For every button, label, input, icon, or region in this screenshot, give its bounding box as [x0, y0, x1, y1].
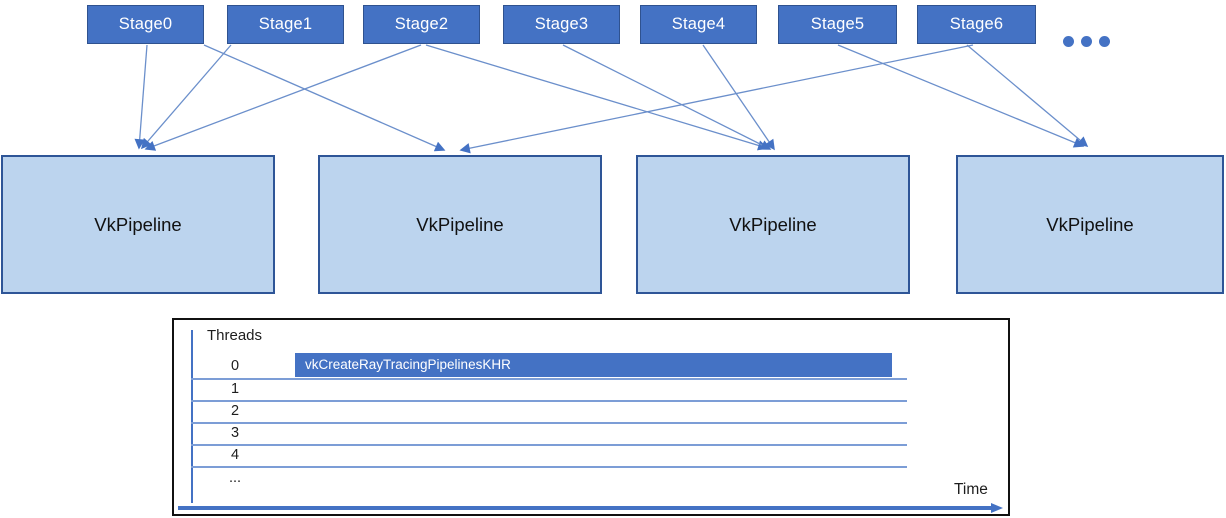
time-axis-label: Time — [954, 481, 988, 498]
task-bar-vkCreateRayTracingPipelinesKHR: vkCreateRayTracingPipelinesKHR — [295, 353, 892, 377]
pipeline-node-3: VkPipeline — [636, 155, 910, 294]
thread-row-label-0: 0 — [230, 358, 240, 374]
threads-axis-title: Threads — [207, 327, 263, 344]
thread-row-line — [191, 466, 907, 468]
thread-row-label-4: 4 — [230, 447, 240, 463]
thread-row-label-2: 2 — [230, 403, 240, 419]
thread-row-label-3: 3 — [230, 425, 240, 441]
stage-node-3: Stage3 — [503, 5, 620, 44]
thread-row-line — [191, 444, 907, 446]
thread-row-line — [191, 422, 907, 424]
stage-node-2: Stage2 — [363, 5, 480, 44]
connector-stage6-to-pipeline2 — [459, 44, 974, 154]
stage-node-6: Stage6 — [917, 5, 1036, 44]
connector-stage2-to-pipeline1 — [144, 44, 422, 151]
connector-stage5-to-pipeline4 — [837, 44, 1085, 148]
thread-row-line — [191, 400, 907, 402]
time-axis-arrowhead-icon — [991, 502, 1003, 513]
thread-axis-line — [191, 330, 193, 503]
pipeline-node-1: VkPipeline — [1, 155, 275, 294]
stage-node-4: Stage4 — [640, 5, 757, 44]
connector-stage0-to-pipeline1 — [134, 44, 148, 150]
stage-node-5: Stage5 — [778, 5, 897, 44]
thread-timeline-chart: Threads 0 1 2 3 4 ... vkCreateRayTracing… — [172, 318, 1010, 516]
connector-stage1-to-pipeline1 — [140, 44, 232, 150]
thread-row-label-1: 1 — [230, 381, 240, 397]
time-axis-arrow — [178, 506, 992, 510]
stage-node-0: Stage0 — [87, 5, 204, 44]
connector-stage3-to-pipeline3 — [562, 44, 772, 150]
connector-group — [134, 44, 1089, 154]
ellipsis-dot-icon — [1099, 36, 1110, 47]
pipeline-node-4: VkPipeline — [956, 155, 1224, 294]
pipeline-node-2: VkPipeline — [318, 155, 602, 294]
ellipsis-dot-icon — [1063, 36, 1074, 47]
connector-stage6-to-pipeline4 — [966, 44, 1089, 148]
connector-stage2-to-pipeline3 — [425, 44, 769, 151]
stage-node-1: Stage1 — [227, 5, 344, 44]
thread-row-label-more: ... — [228, 470, 242, 486]
thread-row-line — [191, 378, 907, 380]
ellipsis-dot-icon — [1081, 36, 1092, 47]
connector-stage0-to-pipeline2 — [203, 44, 446, 152]
connector-stage4-to-pipeline3 — [702, 44, 775, 151]
